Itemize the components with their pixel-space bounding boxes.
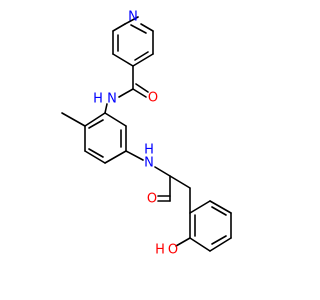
bond <box>88 119 104 129</box>
bond <box>118 88 134 98</box>
bond <box>132 88 147 98</box>
amide1-nitrogen-label: N <box>107 92 117 107</box>
bond <box>189 237 211 252</box>
structure-svg: N O N H N H O O H <box>61 10 232 258</box>
bond <box>132 53 154 67</box>
bond <box>112 53 134 67</box>
bond <box>209 200 232 214</box>
bond <box>104 103 108 114</box>
bond <box>112 23 126 32</box>
bond <box>134 51 149 61</box>
amide2-hydrogen-label: H <box>144 143 154 158</box>
hydroxyl-hydrogen-label: H <box>155 243 165 258</box>
bond <box>169 175 191 189</box>
bond <box>130 24 147 34</box>
propyl-chain <box>169 175 191 214</box>
bond <box>84 150 106 164</box>
pyridine-nitrogen-label: N <box>128 10 138 25</box>
bond <box>154 166 171 177</box>
bond <box>88 148 104 158</box>
hydroxyl-bond <box>175 237 191 247</box>
amide2-oxygen-label: O <box>147 192 157 207</box>
bond <box>125 150 144 161</box>
hydroxyl-oxygen-label: O <box>168 243 178 258</box>
bond <box>209 237 232 252</box>
bond <box>211 235 227 245</box>
bond <box>211 206 227 216</box>
bond <box>140 23 154 32</box>
methyl-bond <box>61 112 86 127</box>
amide1-hydrogen-label: H <box>93 92 103 107</box>
amide1-oxygen-label: O <box>148 91 158 106</box>
amide-group-2 <box>125 150 171 202</box>
atom-labels: N O N H N H O O H <box>93 10 178 258</box>
amide-group-1 <box>104 65 149 114</box>
bond <box>104 150 127 164</box>
amide2-nitrogen-label: N <box>144 156 154 171</box>
bond <box>189 200 211 214</box>
phenol-ring <box>175 200 232 252</box>
molecule-canvas: N O N H N H O O H <box>61 10 232 258</box>
bond <box>124 16 139 25</box>
pyridine-ring <box>112 16 154 67</box>
bond <box>135 83 149 93</box>
bond <box>84 112 106 127</box>
central-benzene-ring <box>61 112 127 164</box>
bond <box>104 112 127 127</box>
